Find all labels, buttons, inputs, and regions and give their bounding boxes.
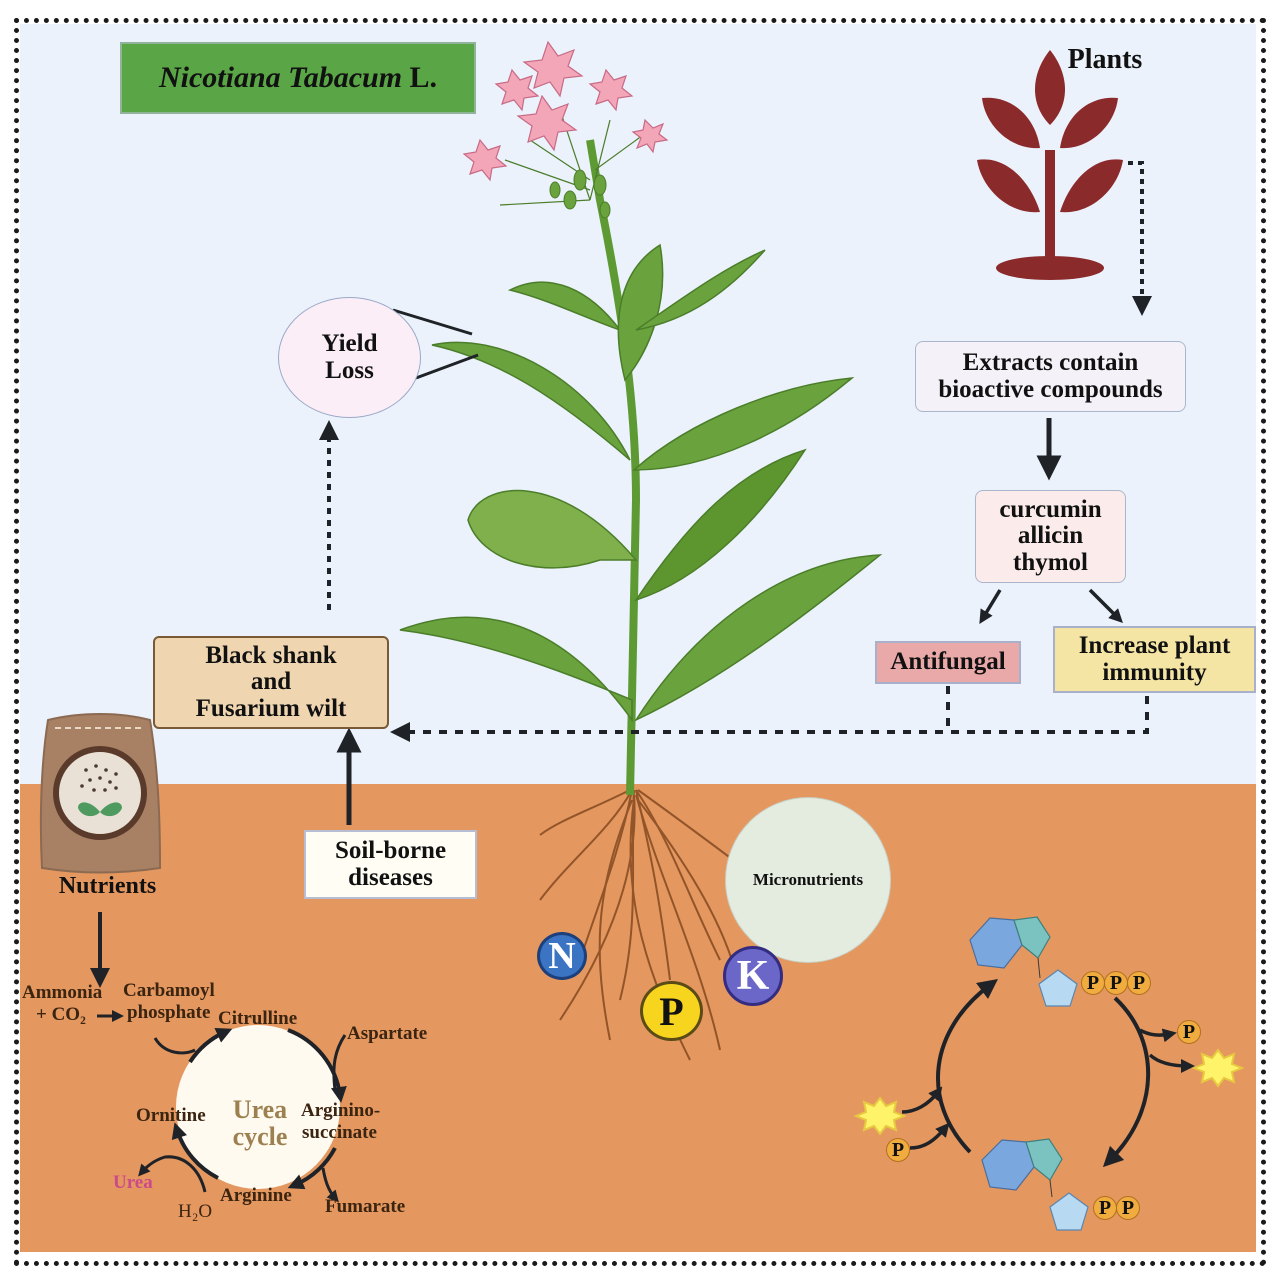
urea-product: Urea bbox=[113, 1172, 153, 1193]
atp-cycle-diagram bbox=[901, 916, 1195, 1231]
urea-phosphate: phosphate bbox=[127, 1002, 211, 1023]
disease-box: Black shank and Fusarium wilt bbox=[153, 636, 389, 729]
species-authority: L. bbox=[409, 61, 438, 95]
tobacco-flowers bbox=[462, 40, 669, 219]
released-phosphate: P bbox=[1177, 1020, 1201, 1044]
yield-loss-text: Yield Loss bbox=[321, 330, 378, 384]
immunity-box: Increase plant immunity bbox=[1053, 626, 1256, 693]
nutrients-label: Nutrients bbox=[58, 873, 157, 900]
nitrogen-ball: N bbox=[537, 932, 587, 980]
potassium-ball: K bbox=[723, 946, 783, 1006]
antifungal-box: Antifungal bbox=[875, 641, 1021, 684]
atp-phosphate-1: P bbox=[1081, 971, 1105, 995]
compound-thymol: thymol bbox=[1013, 548, 1088, 576]
disease-black-shank: Black shank bbox=[205, 642, 337, 670]
arrow-to-immunity bbox=[1088, 588, 1123, 623]
dotted-border-frame bbox=[14, 18, 1266, 1266]
arrow-to-antifungal bbox=[979, 589, 1002, 624]
urea-co2: + CO₂ bbox=[36, 1004, 86, 1025]
urea-ammonia: Ammonia bbox=[22, 982, 103, 1003]
adp-phosphate-1: P bbox=[1093, 1196, 1117, 1220]
urea-ornitine: Ornitine bbox=[136, 1105, 206, 1126]
arrow-plants-to-extracts bbox=[1128, 161, 1152, 316]
input-phosphate: P bbox=[886, 1138, 910, 1162]
compound-curcumin: curcumin bbox=[999, 496, 1102, 524]
plant-sprout-icon bbox=[977, 50, 1123, 280]
soil-borne-box: Soil-borne diseases bbox=[304, 830, 477, 899]
energy-burst-icon bbox=[853, 1048, 1245, 1136]
fertilizer-bag-icon bbox=[39, 713, 162, 874]
plant-leaves bbox=[399, 243, 883, 723]
compound-allicin: allicin bbox=[1017, 522, 1084, 550]
disease-fusarium-wilt: Fusarium wilt bbox=[195, 694, 347, 722]
compounds-box: curcumin allicin thymol bbox=[975, 490, 1126, 583]
atp-phosphate-3: P bbox=[1127, 971, 1151, 995]
urea-arginine: Arginine bbox=[220, 1185, 292, 1206]
phosphorus-ball: P bbox=[640, 981, 703, 1041]
arrow-treatment-to-disease bbox=[400, 686, 1149, 732]
urea-cycle-center: Urea cycle bbox=[220, 1096, 300, 1151]
urea-center-1: Urea bbox=[232, 1095, 288, 1124]
urea-cycle-diagram bbox=[97, 1010, 347, 1203]
urea-center-2: cycle bbox=[232, 1122, 288, 1152]
atp-phosphate-2: P bbox=[1104, 971, 1128, 995]
urea-argininosuccinate-1: Arginino- bbox=[301, 1100, 381, 1121]
urea-citrulline: Citrulline bbox=[218, 1008, 298, 1029]
micronutrients-bubble: Micronutrients bbox=[725, 797, 891, 963]
species-title: Nicotiana Tabacum L. bbox=[120, 42, 476, 114]
adp-phosphate-2: P bbox=[1116, 1196, 1140, 1220]
yield-loss-pointer bbox=[392, 308, 479, 380]
urea-argininosuccinate-2: succinate bbox=[302, 1122, 377, 1143]
species-name: Nicotiana Tabacum bbox=[158, 61, 403, 95]
yield-loss-bubble: Yield Loss bbox=[278, 297, 421, 418]
urea-carbamoyl: Carbamoyl bbox=[123, 980, 215, 1001]
extracts-box: Extracts contain bioactive compounds bbox=[915, 341, 1186, 412]
soil-borne-text: Soil-borne diseases bbox=[334, 837, 447, 891]
urea-aspartate: Aspartate bbox=[347, 1023, 428, 1044]
plants-heading: Plants bbox=[1067, 44, 1143, 76]
urea-water: H₂O bbox=[178, 1201, 213, 1222]
disease-and: and bbox=[250, 668, 292, 696]
urea-fumarate: Fumarate bbox=[325, 1196, 406, 1217]
